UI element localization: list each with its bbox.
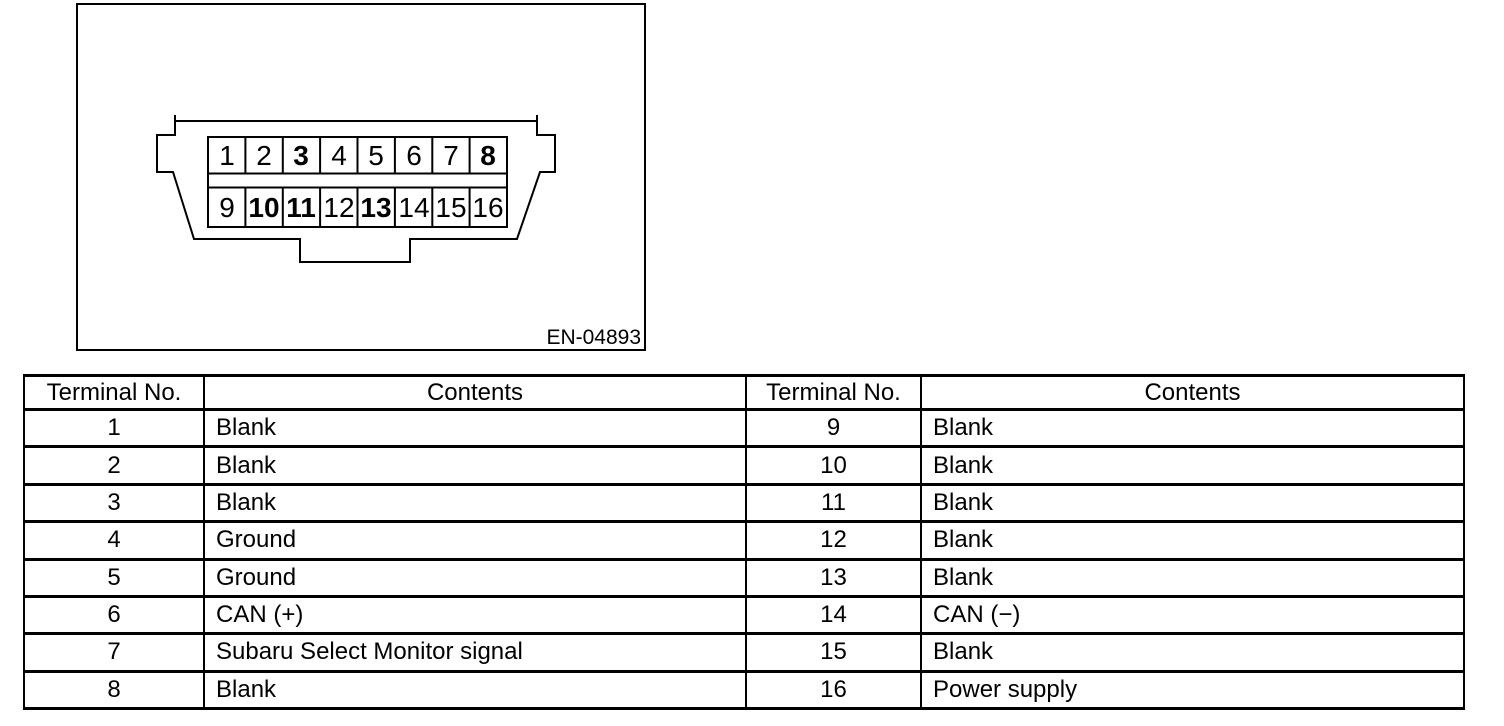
pin-grid-dividers: [244, 137, 471, 227]
terminal-number-cell: 13: [745, 557, 922, 598]
terminal-contents-cell: Blank: [920, 445, 1465, 486]
pin-number-13: 13: [360, 192, 391, 223]
terminal-number-cell: 3: [23, 482, 205, 524]
terminal-contents-cell: Blank: [203, 407, 747, 449]
terminal-contents-cell: Blank: [920, 482, 1465, 524]
column-header-contents-right: Contents: [920, 374, 1465, 411]
terminal-contents-cell: Blank: [920, 407, 1465, 449]
pin-number-8: 8: [480, 140, 496, 171]
terminal-contents-cell: Blank: [203, 669, 747, 711]
terminal-contents-cell: Blank: [203, 482, 747, 524]
terminal-contents-cell: CAN (+): [203, 594, 747, 636]
pin-number-4: 4: [331, 140, 347, 171]
pin-number-16: 16: [472, 192, 503, 223]
pin-number-14: 14: [398, 192, 429, 223]
pin-number-7: 7: [443, 140, 459, 171]
pin-number-5: 5: [368, 140, 384, 171]
terminal-number-cell: 1: [23, 407, 205, 449]
pin-number-1: 1: [219, 140, 235, 171]
column-header-contents-left: Contents: [203, 374, 747, 411]
terminal-number-cell: 7: [23, 632, 205, 673]
table-row: 2 Blank 10 Blank: [23, 445, 1465, 486]
pin-number-6: 6: [406, 140, 422, 171]
figure-code-label: EN-04893: [546, 326, 641, 349]
terminal-number-cell: 10: [745, 445, 922, 486]
terminal-contents-cell: Blank: [920, 632, 1465, 673]
table-row: 5 Ground 13 Blank: [23, 557, 1465, 598]
terminal-contents-cell: Blank: [920, 520, 1465, 561]
terminal-number-cell: 5: [23, 557, 205, 598]
pin-number-11: 11: [286, 192, 316, 223]
connector-diagram: 1 2 3 4 5 6 7 8 9 10 11 12 13 14 15 16 E…: [156, 115, 641, 349]
terminal-number-cell: 14: [745, 594, 922, 636]
table-header-row: Terminal No. Contents Terminal No. Conte…: [23, 374, 1465, 411]
table-row: 8 Blank 16 Power supply: [23, 669, 1465, 711]
pin-number-9: 9: [219, 192, 235, 223]
terminal-contents-cell: CAN (−): [920, 594, 1465, 636]
terminal-number-cell: 2: [23, 445, 205, 486]
terminal-number-cell: 6: [23, 594, 205, 636]
pin-number-15: 15: [435, 192, 466, 223]
terminal-contents-cell: Subaru Select Monitor signal: [203, 632, 747, 673]
terminal-number-cell: 15: [745, 632, 922, 673]
terminal-number-cell: 8: [23, 669, 205, 711]
terminal-number-cell: 11: [745, 482, 922, 524]
pinout-table: Terminal No. Contents Terminal No. Conte…: [23, 374, 1465, 711]
terminal-contents-cell: Ground: [203, 520, 747, 561]
table-row: 1 Blank 9 Blank: [23, 407, 1465, 449]
pin-number-12: 12: [323, 192, 354, 223]
pin-number-3: 3: [293, 140, 309, 171]
pin-number-10: 10: [248, 192, 279, 223]
column-header-terminal-no-left: Terminal No.: [23, 374, 205, 411]
terminal-contents-cell: Ground: [203, 557, 747, 598]
table-row: 7 Subaru Select Monitor signal 15 Blank: [23, 632, 1465, 673]
terminal-contents-cell: Blank: [203, 445, 747, 486]
terminal-contents-cell: Blank: [920, 557, 1465, 598]
connector-figure-box: 1 2 3 4 5 6 7 8 9 10 11 12 13 14 15 16 E…: [76, 3, 646, 351]
terminal-number-cell: 4: [23, 520, 205, 561]
table-row: 3 Blank 11 Blank: [23, 482, 1465, 524]
column-header-terminal-no-right: Terminal No.: [745, 374, 922, 411]
terminal-number-cell: 9: [745, 407, 922, 449]
terminal-number-cell: 16: [745, 669, 922, 711]
terminal-contents-cell: Power supply: [920, 669, 1465, 711]
table-row: 4 Ground 12 Blank: [23, 520, 1465, 561]
terminal-number-cell: 12: [745, 520, 922, 561]
table-row: 6 CAN (+) 14 CAN (−): [23, 594, 1465, 636]
pin-number-2: 2: [256, 140, 272, 171]
